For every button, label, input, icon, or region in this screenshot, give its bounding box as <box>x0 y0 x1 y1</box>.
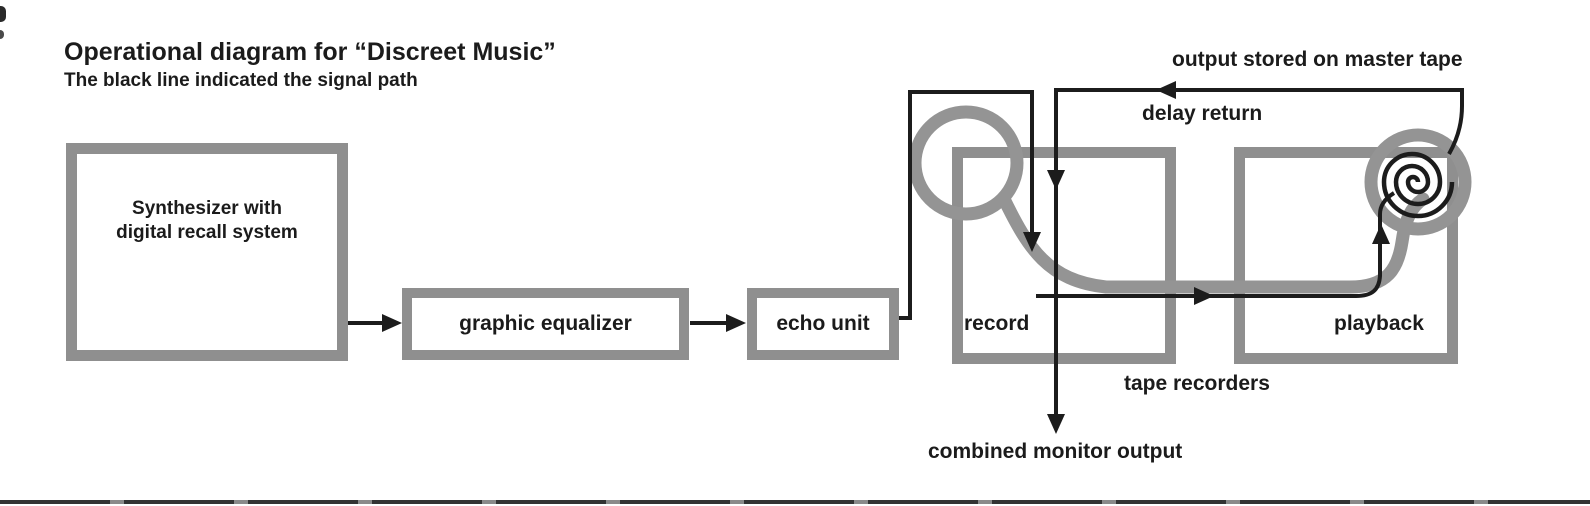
diagram-subtitle: The black line indicated the signal path <box>64 70 418 91</box>
playback-label: playback <box>1334 312 1424 335</box>
delay-return-label: delay return <box>1142 102 1263 125</box>
record-label: record <box>964 312 1030 335</box>
graphic-equalizer-box: graphic equalizer <box>402 288 689 360</box>
echo-unit-label: echo unit <box>776 311 870 335</box>
arrowhead-right-to-playback <box>1194 287 1214 305</box>
synthesizer-box: Synthesizer with digital recall system <box>66 143 348 361</box>
tape-recorders-label: tape recorders <box>1124 372 1270 395</box>
echo-unit-box: echo unit <box>747 288 899 360</box>
arrowhead-right-to-echo <box>726 314 746 332</box>
diagram-title: Operational diagram for “Discreet Music” <box>64 38 556 66</box>
master-tape-output-label: output stored on master tape <box>1172 48 1463 71</box>
monitor-output-label: combined monitor output <box>928 440 1183 463</box>
arrowhead-right-to-equalizer <box>382 314 402 332</box>
graphic-equalizer-label: graphic equalizer <box>459 311 632 335</box>
synthesizer-label: Synthesizer with digital recall system <box>116 198 298 243</box>
arrowhead-down-monitor-output <box>1047 414 1065 434</box>
scan-artifact-bottom-edge <box>0 500 1590 504</box>
scan-artifact-left-mark <box>0 6 6 22</box>
arrowhead-left-delay-return <box>1156 81 1176 99</box>
scan-artifact-left-mark-small <box>0 30 4 39</box>
